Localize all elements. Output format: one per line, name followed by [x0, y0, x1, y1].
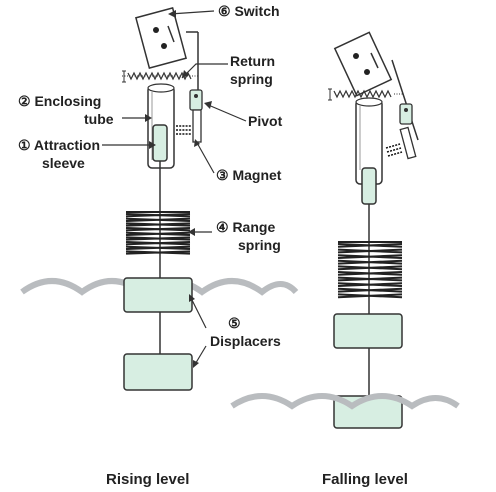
- label-magnet: ③ Magnet: [216, 167, 282, 183]
- lower-displacer: [123, 353, 193, 391]
- attraction-sleeve-icon: [152, 124, 168, 162]
- upper-displacer: [123, 277, 193, 313]
- label-range-spring-line2: spring: [238, 237, 281, 253]
- falling-level-assembly: [230, 31, 460, 429]
- spring-coil: [337, 293, 403, 299]
- caption-rising-level: Rising level: [106, 471, 189, 488]
- label-pivot: Pivot: [248, 113, 283, 129]
- label-displacers-number: ⑤: [228, 315, 241, 331]
- spring-coil: [125, 227, 191, 232]
- pivot-icon: [189, 89, 203, 111]
- return-spring-icon-right: [328, 88, 404, 101]
- spring-coil: [337, 271, 403, 276]
- switch-icon-tilted: [333, 31, 393, 97]
- label-return-spring-line2: spring: [230, 71, 273, 87]
- upper-displacer-right: [333, 313, 403, 349]
- label-return-spring-line1: Return: [230, 53, 275, 69]
- label-attraction-sleeve-line2: sleeve: [42, 155, 85, 171]
- spring-coil: [337, 254, 403, 259]
- magnet-icon-right: [385, 126, 417, 160]
- spring-coil: [125, 250, 191, 255]
- range-spring-icon-right: [337, 241, 403, 299]
- enclosing-tube-icon-right: [355, 97, 383, 185]
- rising-level-assembly: [20, 7, 299, 391]
- spring-coil: [337, 248, 403, 254]
- spring-coil: [125, 236, 191, 241]
- label-range-spring-line1: ④ Range: [216, 219, 275, 235]
- magnet-icon: [176, 109, 202, 143]
- label-attraction-sleeve-line1: ① Attraction: [18, 137, 100, 153]
- spring-coil: [125, 245, 191, 250]
- spring-coil: [337, 276, 403, 282]
- leader-arrowheads: [145, 10, 212, 368]
- range-spring-icon: [125, 211, 191, 255]
- pivot-icon-right: [399, 103, 413, 125]
- spring-coil: [337, 243, 403, 248]
- spring-coil: [125, 213, 191, 218]
- label-enclosing-tube-line1: ② Enclosing: [18, 93, 101, 109]
- water-surface-right: [230, 393, 460, 410]
- caption-falling-level: Falling level: [322, 471, 408, 488]
- spring-coil: [337, 287, 403, 293]
- leader-lines: [102, 10, 247, 367]
- switch-rod-tilted: [391, 59, 419, 141]
- attraction-sleeve-icon-right: [361, 167, 377, 205]
- label-switch: ⑥ Switch: [218, 3, 280, 19]
- switch-icon: [134, 7, 188, 69]
- spring-coil: [337, 265, 403, 271]
- spring-coil: [125, 217, 191, 222]
- spring-coil: [125, 241, 191, 246]
- spring-coil: [125, 222, 191, 227]
- labels: ⑥ Switch Return spring ② Enclosing tube …: [18, 3, 408, 488]
- spring-coil: [125, 231, 191, 236]
- label-enclosing-tube-line2: tube: [84, 111, 114, 127]
- label-displacers: Displacers: [210, 333, 281, 349]
- spring-coil: [337, 282, 403, 287]
- spring-coil: [337, 259, 403, 265]
